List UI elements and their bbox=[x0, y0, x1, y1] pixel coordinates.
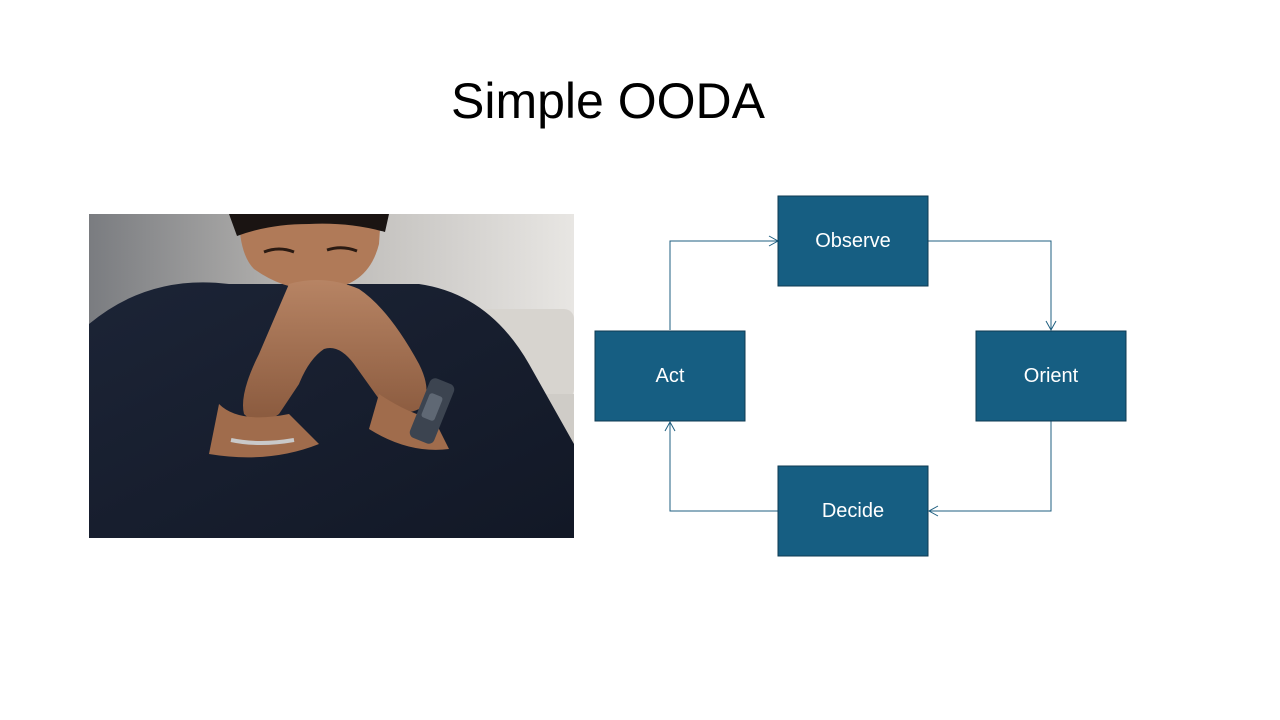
slide-title: Simple OODA bbox=[451, 73, 765, 129]
node-act: Act bbox=[594, 330, 746, 422]
node-decide-label: Decide bbox=[822, 500, 884, 522]
photo-praying-hands bbox=[89, 214, 574, 538]
node-orient: Orient bbox=[975, 330, 1127, 422]
node-observe-label: Observe bbox=[815, 230, 891, 252]
node-orient-label: Orient bbox=[1024, 365, 1079, 387]
node-act-label: Act bbox=[656, 365, 685, 387]
node-observe: Observe bbox=[777, 195, 929, 287]
arrow-orient-to-decide bbox=[927, 421, 1052, 517]
photo-illustration bbox=[89, 214, 574, 538]
node-decide: Decide bbox=[777, 465, 929, 557]
arrow-observe-to-orient bbox=[928, 240, 1057, 332]
arrow-act-to-observe bbox=[669, 235, 780, 330]
arrow-decide-to-act bbox=[664, 420, 778, 512]
